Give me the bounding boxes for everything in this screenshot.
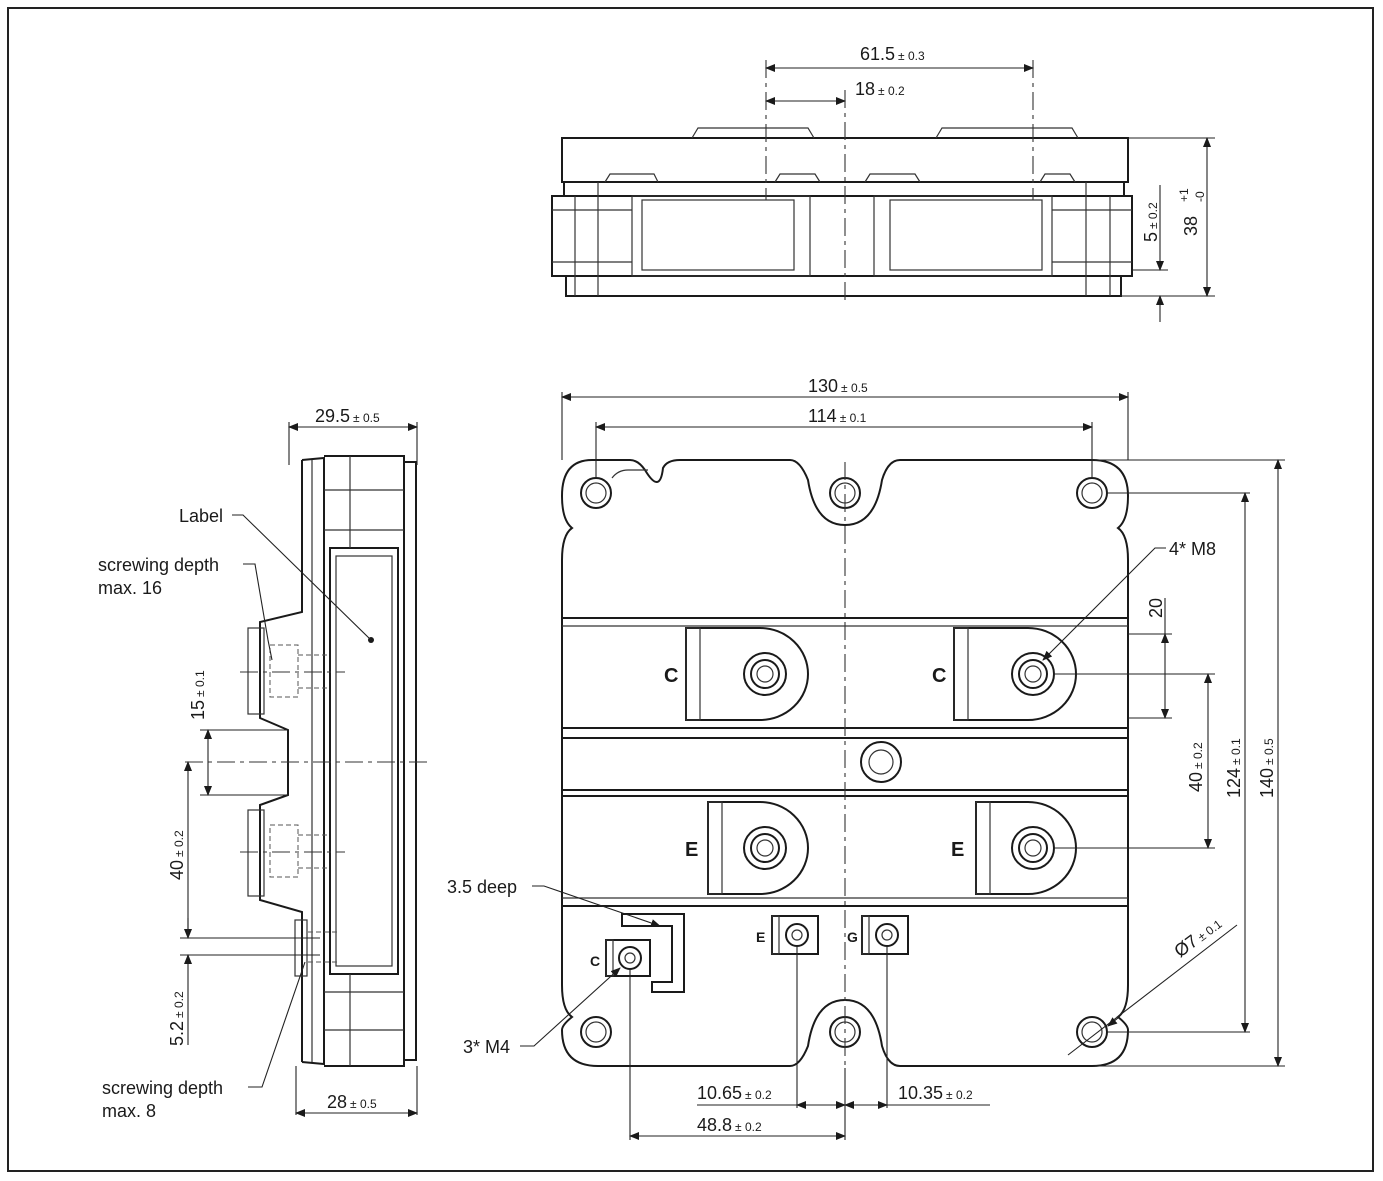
front-view-dimensions [561, 392, 1285, 1140]
top-view-dimensions [765, 64, 1215, 322]
terminal-c-left: C [664, 665, 678, 687]
dim-top-term-h: 5± 0.2 [1141, 202, 1161, 242]
front-view [560, 459, 1130, 1068]
front-leaders [520, 547, 1238, 1056]
dim-side-40: 40± 0.2 [167, 830, 187, 880]
thread-m8-callout: 4* M8 [1169, 539, 1216, 559]
drawing-frame [7, 7, 1374, 1172]
terminal-c-right: C [932, 665, 946, 687]
terminal-aux-c: C [590, 953, 600, 969]
dim-top-offset: 18± 0.2 [855, 79, 905, 99]
dim-side-15: 15± 0.1 [188, 670, 208, 720]
top-view [551, 60, 1133, 305]
dim-aux-left: 10.65± 0.2 [697, 1083, 772, 1103]
side-view [185, 455, 428, 1067]
terminal-e-left: E [685, 839, 698, 861]
dim-124: 124± 0.1 [1224, 738, 1244, 798]
dim-140: 140± 0.5 [1257, 738, 1277, 798]
dim-aux-total: 48.8± 0.2 [697, 1115, 762, 1135]
dim-side-52: 5.2± 0.2 [167, 991, 187, 1046]
label-callout: Label [179, 506, 223, 526]
dim-top-height: 38 [1181, 216, 1201, 236]
screwing-depth-16-line1: screwing depth [98, 555, 219, 575]
dim-overall-width: 130± 0.5 [808, 376, 868, 396]
screwing-depth-16-line2: max. 16 [98, 578, 162, 598]
dim-40: 40± 0.2 [1186, 742, 1206, 792]
dim-side-base: 28± 0.5 [327, 1092, 377, 1112]
dim-hole-diameter: Ø7± 0.1 [1170, 913, 1225, 961]
dim-top-height-tol-minus: -0 [1193, 191, 1207, 202]
dim-20: 20 [1146, 598, 1166, 618]
terminal-aux-e: E [756, 929, 765, 945]
terminal-aux-g: G [847, 929, 858, 945]
dim-top-height-tol-plus: +1 [1177, 188, 1191, 202]
dim-hole-spacing: 114± 0.1 [808, 406, 867, 426]
terminal-e-right: E [951, 839, 964, 861]
side-view-dimensions [180, 422, 418, 1117]
screwing-depth-8-line2: max. 8 [102, 1101, 156, 1121]
screwing-depth-8-line1: screwing depth [102, 1078, 223, 1098]
side-leaders [232, 514, 372, 1088]
dim-top-width: 61.5± 0.3 [860, 44, 925, 64]
dim-aux-right: 10.35± 0.2 [898, 1083, 973, 1103]
depth-callout: 3.5 deep [447, 877, 517, 897]
thread-m4-callout: 3* M4 [463, 1037, 510, 1057]
dim-side-width: 29.5± 0.5 [315, 406, 380, 426]
